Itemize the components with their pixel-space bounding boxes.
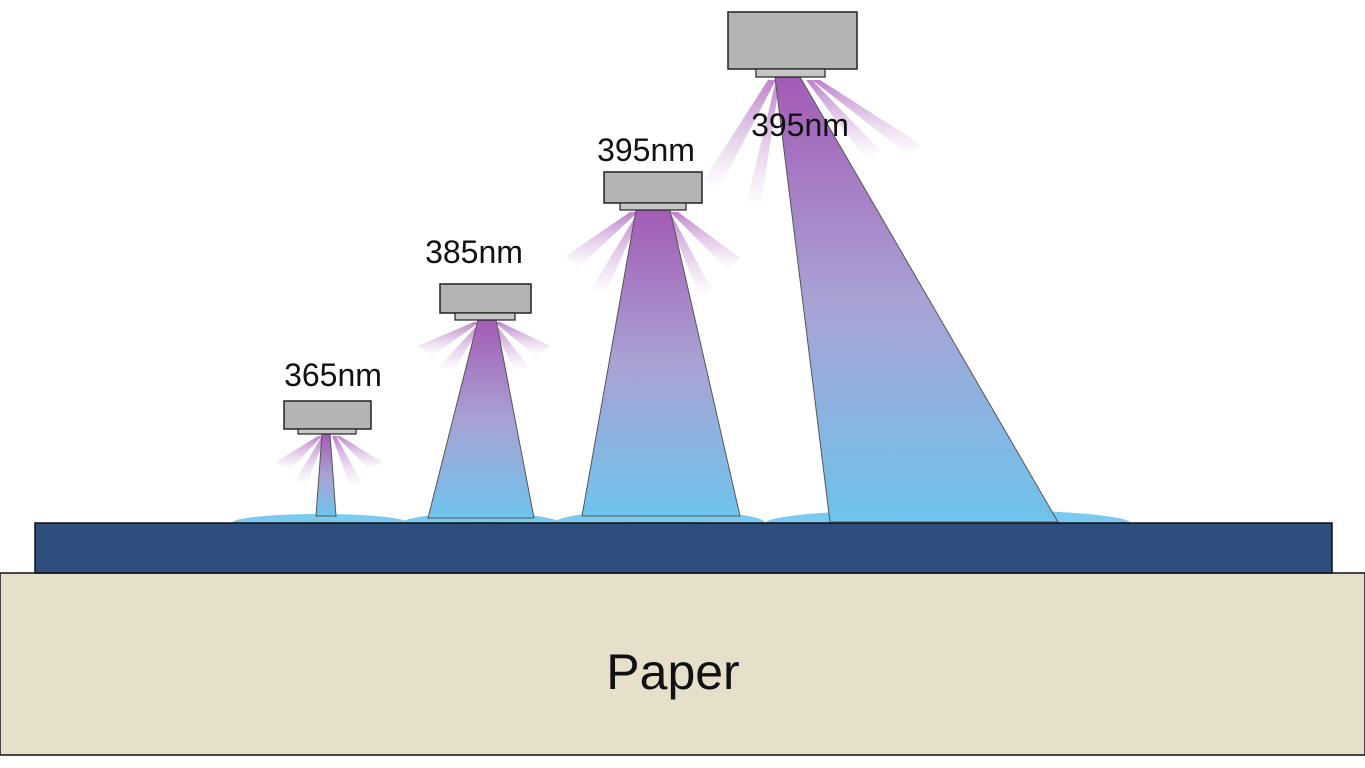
lamp-body <box>283 400 372 430</box>
wavelength-label: 385nm <box>425 234 523 270</box>
wavelength-label: 395nm <box>597 132 695 168</box>
paper-substrate <box>0 572 1365 756</box>
lamp-lens <box>297 428 357 435</box>
lamp-body <box>727 11 858 70</box>
uv-lamp-395-b: 395nm <box>704 11 1059 523</box>
lamp-lens <box>619 202 687 211</box>
ink-layer <box>34 522 1333 574</box>
lamp-lens <box>755 68 826 78</box>
lamp-body <box>439 283 532 314</box>
glow-rays <box>276 436 382 486</box>
lamp-lens <box>454 312 516 321</box>
paper-label: Paper <box>606 644 739 700</box>
uv-lamp-385: 385nm <box>418 234 550 519</box>
lamp-body <box>603 171 703 204</box>
wavelength-label: 365nm <box>284 357 382 393</box>
uv-beam <box>427 319 535 519</box>
uv-lamp-395-a: 395nm <box>566 132 741 517</box>
wavelength-label: 395nm <box>751 107 849 143</box>
uv-lamp-365: 365nm <box>276 357 382 517</box>
